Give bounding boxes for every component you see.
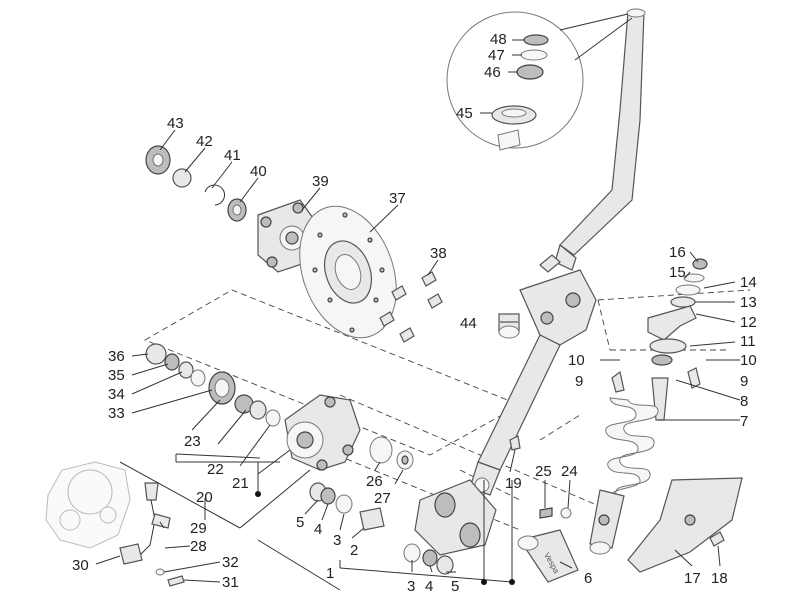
callout-1: 1 [326, 565, 334, 582]
brake-caliper-carrier [284, 394, 361, 471]
spacer-sleeve [498, 313, 520, 339]
callout-47: 47 [488, 47, 505, 64]
callout-43: 43 [167, 115, 184, 132]
callout-10b: 10 [740, 352, 757, 369]
callout-42: 42 [196, 133, 213, 150]
callout-4b: 4 [425, 578, 433, 595]
small-fasteners [509, 435, 572, 519]
fork-steering-tube [469, 8, 646, 496]
callout-14: 14 [740, 274, 757, 291]
callout-35: 35 [108, 367, 125, 384]
callout-19: 19 [505, 475, 522, 492]
callout-25: 25 [535, 463, 552, 480]
callout-24: 24 [561, 463, 578, 480]
callout-leader-lines [95, 39, 741, 591]
caliper-seals [369, 436, 414, 470]
disc-bolts [379, 271, 443, 343]
callout-48: 48 [490, 31, 507, 48]
shock-upper-mount [611, 258, 708, 393]
callout-40: 40 [250, 163, 267, 180]
callout-8: 8 [740, 393, 748, 410]
steering-bearing-set [446, 11, 633, 151]
swing-link-parts [309, 479, 497, 575]
axle-bearings-and-seals [145, 343, 281, 427]
callout-5b: 5 [451, 578, 459, 595]
callout-15: 15 [669, 264, 686, 281]
callout-37: 37 [389, 190, 406, 207]
callout-30: 30 [72, 557, 89, 574]
callout-3a: 3 [333, 532, 341, 549]
callout-36: 36 [108, 348, 125, 365]
callout-6: 6 [584, 570, 592, 587]
callout-numbers: 43 42 41 40 39 37 38 44 48 47 46 45 36 3… [72, 31, 757, 595]
callout-4a: 4 [314, 521, 322, 538]
callout-5a: 5 [296, 514, 304, 531]
callout-46: 46 [484, 64, 501, 81]
callout-3b: 3 [407, 578, 415, 595]
callout-28: 28 [190, 538, 207, 555]
callout-33: 33 [108, 405, 125, 422]
callout-9a: 9 [575, 373, 583, 390]
callout-17: 17 [684, 570, 701, 587]
callout-44: 44 [460, 315, 477, 332]
callout-27: 27 [374, 490, 391, 507]
callout-7: 7 [740, 413, 748, 430]
callout-45: 45 [456, 105, 473, 122]
callout-21: 21 [232, 475, 249, 492]
callout-34: 34 [108, 386, 125, 403]
fork-cover-guard [627, 477, 743, 573]
callout-41: 41 [224, 147, 241, 164]
callout-31: 31 [222, 574, 239, 591]
wheel-hub-assembly [145, 145, 319, 273]
callout-9b: 9 [740, 373, 748, 390]
callout-38: 38 [430, 245, 447, 262]
shock-absorber [589, 377, 669, 555]
callout-12: 12 [740, 314, 757, 331]
callout-2: 2 [350, 542, 358, 559]
callout-11: 11 [740, 333, 756, 350]
callout-10a: 10 [568, 352, 585, 369]
callout-22: 22 [207, 461, 224, 478]
callout-23: 23 [184, 433, 201, 450]
callout-29: 29 [190, 520, 207, 537]
cover-sleeve [517, 529, 579, 583]
ghost-caliper-outline [45, 461, 131, 549]
callout-26: 26 [366, 473, 383, 490]
callout-32: 32 [222, 554, 239, 571]
callout-18: 18 [711, 570, 728, 587]
brake-disc [299, 205, 397, 339]
callout-13: 13 [740, 294, 757, 311]
callout-39: 39 [312, 173, 329, 190]
speed-sensor-assembly [119, 482, 185, 587]
callout-20: 20 [196, 489, 213, 506]
callout-16: 16 [669, 244, 686, 261]
